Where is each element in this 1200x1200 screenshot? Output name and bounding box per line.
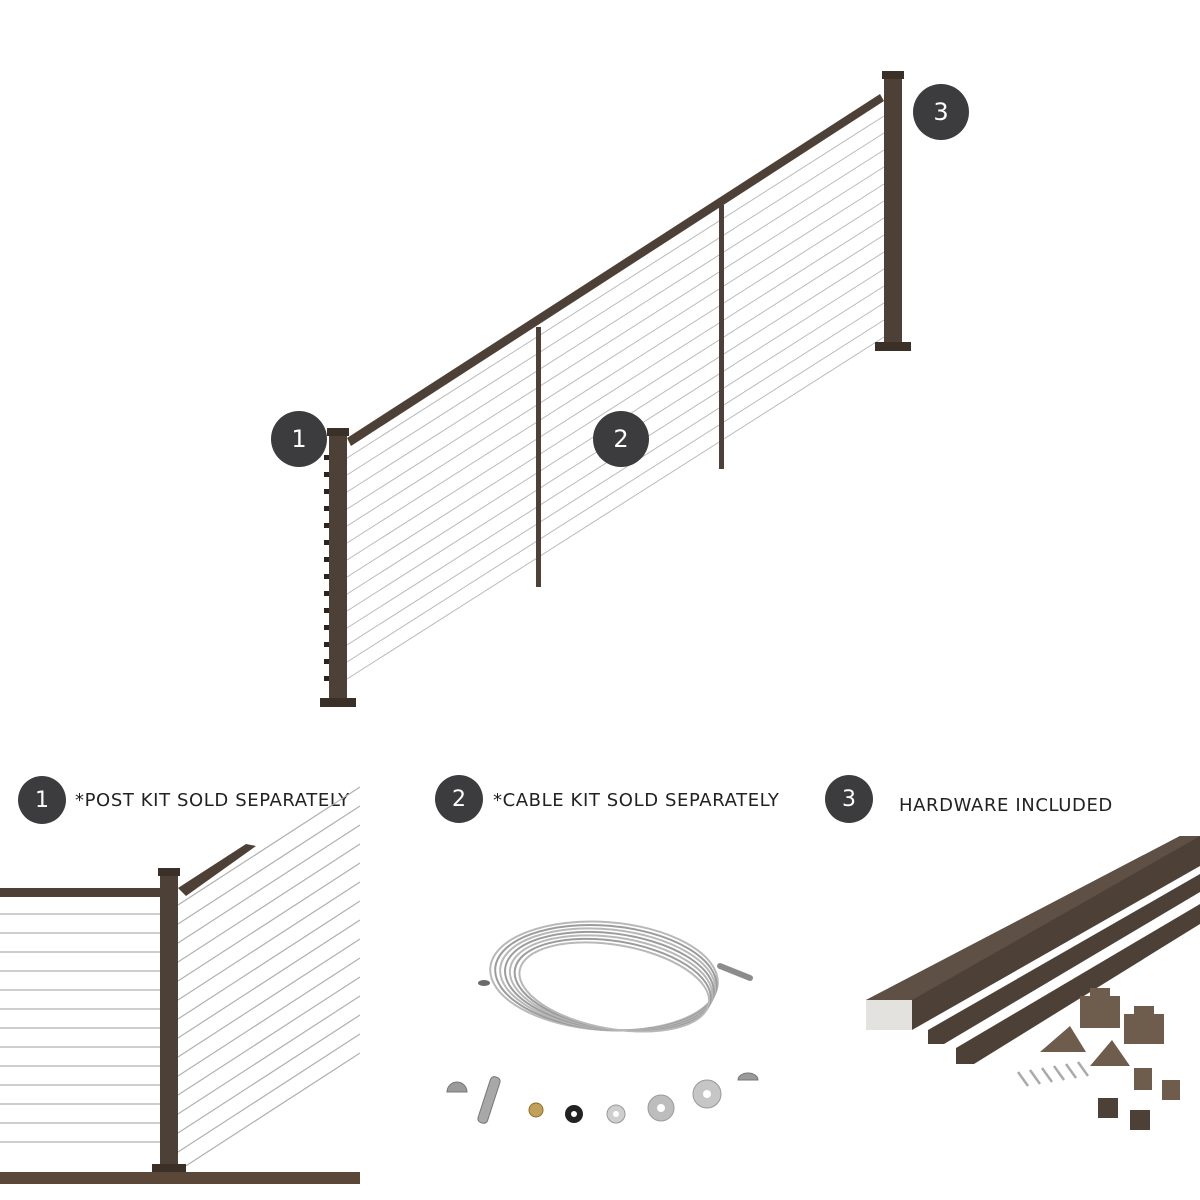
baluster-rail-1 <box>928 874 1200 1044</box>
diagonal-cable <box>177 1033 361 1153</box>
bottom-post <box>329 432 347 702</box>
bottom-post-cap <box>327 428 349 436</box>
baluster-rail-2 <box>956 904 1200 1064</box>
cable-fitting <box>324 676 329 681</box>
angle-bracket-1 <box>1040 1026 1086 1052</box>
angled-top-rail <box>178 844 256 896</box>
closeup-post <box>160 872 178 1170</box>
cable-fitting <box>324 523 329 528</box>
diagonal-cable <box>177 1052 361 1172</box>
railing-cable <box>346 149 885 493</box>
cable-fitting <box>324 625 329 630</box>
railing-cable <box>346 336 885 680</box>
top-rail <box>347 94 884 446</box>
cable-coil <box>489 920 719 1033</box>
hardware-caption: HARDWARE INCLUDED <box>899 795 1113 816</box>
railing-cable <box>346 115 885 459</box>
cable-fitting <box>324 472 329 477</box>
diagonal-cable <box>177 1014 361 1134</box>
diagonal-cable <box>177 900 361 1020</box>
end-cap-2 <box>1130 1110 1150 1130</box>
marker-2-badge: 2 <box>593 411 649 467</box>
cable-fitting <box>324 489 329 494</box>
diagonal-cable <box>177 843 361 963</box>
bottom-post-base <box>320 698 356 707</box>
diagonal-cable <box>177 938 361 1058</box>
diagonal-cable <box>177 976 361 1096</box>
railing-cable <box>346 200 885 544</box>
cable-kit-number-badge: 2 <box>435 775 483 823</box>
rail-bracket-2 <box>1124 1006 1164 1044</box>
horizontal-cables <box>0 913 160 1143</box>
deck-surface <box>0 1172 360 1184</box>
dome-cap-part <box>446 1081 468 1093</box>
diagonal-cable <box>177 786 361 906</box>
small-block-1 <box>1134 1068 1152 1090</box>
post-closeup-panel <box>0 786 361 1184</box>
diagonal-cable <box>177 957 361 1077</box>
railing-cable <box>346 183 885 527</box>
diagonal-cable <box>177 805 361 925</box>
cable-fitting <box>324 574 329 579</box>
closeup-post-cap <box>158 868 180 876</box>
screw-set <box>1016 1061 1090 1087</box>
end-cap-part <box>737 1072 759 1081</box>
diagonal-cables <box>177 786 361 1172</box>
railing-cable <box>346 319 885 663</box>
cable-fitting <box>324 540 329 545</box>
post-kit-caption: *POST KIT SOLD SEPARATELY <box>75 790 350 811</box>
end-cap-1 <box>1098 1098 1118 1118</box>
cable-end-swage <box>717 963 753 981</box>
railing-cable <box>346 166 885 510</box>
railing-cable <box>346 302 885 646</box>
threaded-stud-part <box>477 1076 501 1124</box>
diagonal-cable <box>177 862 361 982</box>
post-kit-number-badge: 1 <box>18 776 66 824</box>
cable-fitting <box>324 591 329 596</box>
horizontal-top-rail <box>0 888 162 897</box>
brass-nut-part <box>528 1102 544 1118</box>
diagonal-cable <box>177 824 361 944</box>
post-cable-fittings <box>324 455 329 681</box>
marker-1-badge: 1 <box>271 411 327 467</box>
railing-cable <box>346 132 885 476</box>
railing-cables <box>346 115 885 680</box>
top-post-cap <box>882 71 904 79</box>
cable-fitting <box>324 608 329 613</box>
picket-left <box>536 327 541 587</box>
cable-fitting <box>324 506 329 511</box>
cable-kit-caption: *CABLE KIT SOLD SEPARATELY <box>493 790 780 811</box>
angle-bracket-2 <box>1090 1040 1130 1066</box>
diagonal-cable <box>177 919 361 1039</box>
picket-right <box>719 205 724 469</box>
top-rail-profile <box>866 836 1200 1030</box>
cable-fitting <box>324 659 329 664</box>
closeup-post-base <box>152 1164 186 1174</box>
cable-end-hook <box>478 980 490 986</box>
rail-bracket-1 <box>1080 988 1120 1028</box>
top-post <box>884 74 902 346</box>
cable-fitting <box>324 557 329 562</box>
small-block-2 <box>1162 1080 1180 1100</box>
hardware-number-badge: 3 <box>825 775 873 823</box>
coil-loop <box>518 941 711 1033</box>
cable-fitting <box>324 455 329 460</box>
railing-cable <box>346 234 885 578</box>
diagonal-cable <box>177 995 361 1115</box>
cable-kit-panel <box>446 920 759 1124</box>
diagonal-cable <box>177 881 361 1001</box>
hardware-panel <box>866 836 1200 1130</box>
cable-fitting <box>324 642 329 647</box>
marker-3-badge: 3 <box>913 84 969 140</box>
railing-cable <box>346 217 885 561</box>
top-post-base <box>875 342 911 351</box>
